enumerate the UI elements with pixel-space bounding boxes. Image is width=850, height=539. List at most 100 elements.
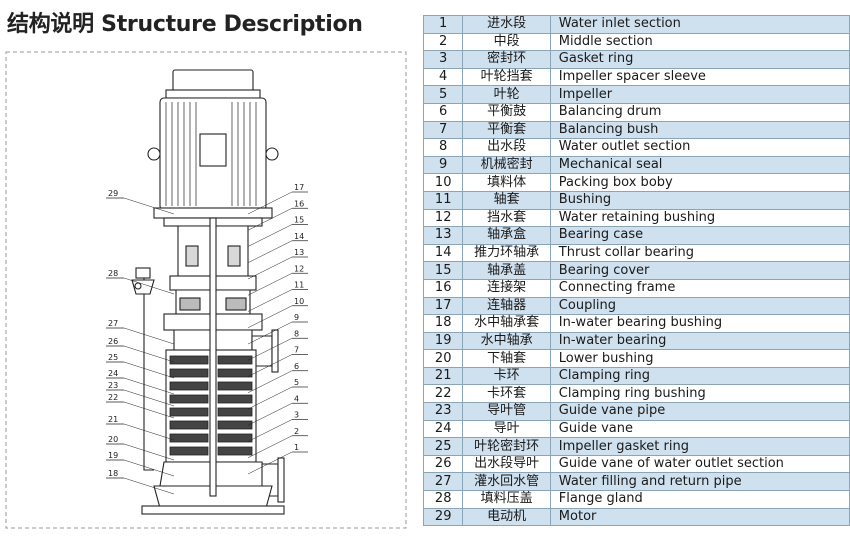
callout-label: 6 [294,362,299,371]
callout-23: 23 [106,381,175,407]
part-name-zh: 叶轮 [462,85,551,104]
callout-label: 16 [294,199,304,208]
part-name-en: Water inlet section [549,15,850,34]
callout-6: 6 [247,362,308,393]
part-number: 4 [422,67,464,87]
part-name-zh: 灌水回水管 [462,472,551,492]
part-name-zh: 导叶 [462,419,551,439]
callout-label: 4 [294,394,299,403]
part-number: 12 [422,208,464,228]
callout-label: 26 [108,337,118,346]
callout-3: 3 [247,411,308,442]
part-number: 9 [422,155,464,175]
part-name-en: Guide vane pipe [549,402,850,421]
motor-flange [153,207,273,219]
callout-19: 19 [106,451,175,477]
part-number: 20 [422,349,464,368]
part-name-zh: 推力环轴承 [462,243,551,263]
part-name-en: Bearing cover [549,261,850,280]
part-name-en: Guide vane of water outlet section [549,454,850,474]
part-name-zh: 水中轴承 [462,331,551,351]
part-name-zh: 卡环 [462,366,551,386]
part-name-zh: 中段 [462,32,551,52]
part-number: 19 [422,331,464,351]
callout-1: 1 [247,443,308,475]
part-name-en: Guide vane [549,419,850,439]
callout-label: 17 [294,183,304,192]
part-number: 8 [422,138,464,157]
callout-label: 20 [108,435,118,444]
callout-2: 2 [247,427,308,458]
part-number: 28 [422,490,464,509]
part-name-en: Impeller spacer sleeve [549,67,850,87]
part-number: 17 [422,296,464,316]
part-number: 1 [422,15,464,34]
callout-label: 2 [294,427,299,436]
callout-label: 11 [294,281,304,290]
callout-27: 27 [106,319,175,345]
drawing-frame [5,51,407,529]
part-number: 24 [422,419,464,439]
part-number: 23 [422,402,464,421]
callout-label: 15 [294,216,304,225]
pump-body [131,69,285,515]
part-name-en: Impeller gasket ring [549,437,850,456]
part-name-zh: 电动机 [462,507,551,527]
part-name-en: Balancing bush [549,120,850,140]
part-name-en: Bushing [549,190,850,210]
callout-15: 15 [247,216,308,247]
part-name-en: In-water bearing [549,331,850,351]
callout-16: 16 [247,199,308,231]
part-name-zh: 轴套 [462,190,551,210]
part-name-zh: 连接架 [462,278,551,298]
part-name-en: Motor [549,507,850,527]
callout-label: 22 [108,393,118,402]
terminal-box [199,133,227,167]
part-name-en: Mechanical seal [549,155,850,175]
part-number: 25 [422,437,464,456]
part-name-zh: 卡环套 [462,384,551,404]
callout-29: 29 [106,189,175,215]
part-name-en: Packing box boby [549,173,850,192]
callout-label: 12 [294,264,304,273]
part-name-zh: 进水段 [462,15,551,34]
callout-label: 25 [108,353,118,362]
part-name-zh: 挡水套 [462,208,551,228]
callout-25: 25 [106,353,175,379]
callout-18: 18 [106,469,175,495]
callout-24: 24 [106,369,175,395]
part-name-zh: 平衡鼓 [462,102,551,122]
callout-label: 10 [294,297,304,306]
callout-14: 14 [247,232,308,263]
pump-shaft [209,217,217,497]
part-name-zh: 叶轮挡套 [462,67,551,87]
callout-label: 8 [294,329,299,338]
callout-26: 26 [106,337,175,363]
callout-label: 1 [294,443,299,452]
part-name-en: Clamping ring [549,366,850,386]
part-name-en: Gasket ring [549,50,850,69]
part-name-zh: 填料压盖 [462,490,551,509]
part-number: 22 [422,384,464,404]
part-name-zh: 出水段导叶 [462,454,551,474]
